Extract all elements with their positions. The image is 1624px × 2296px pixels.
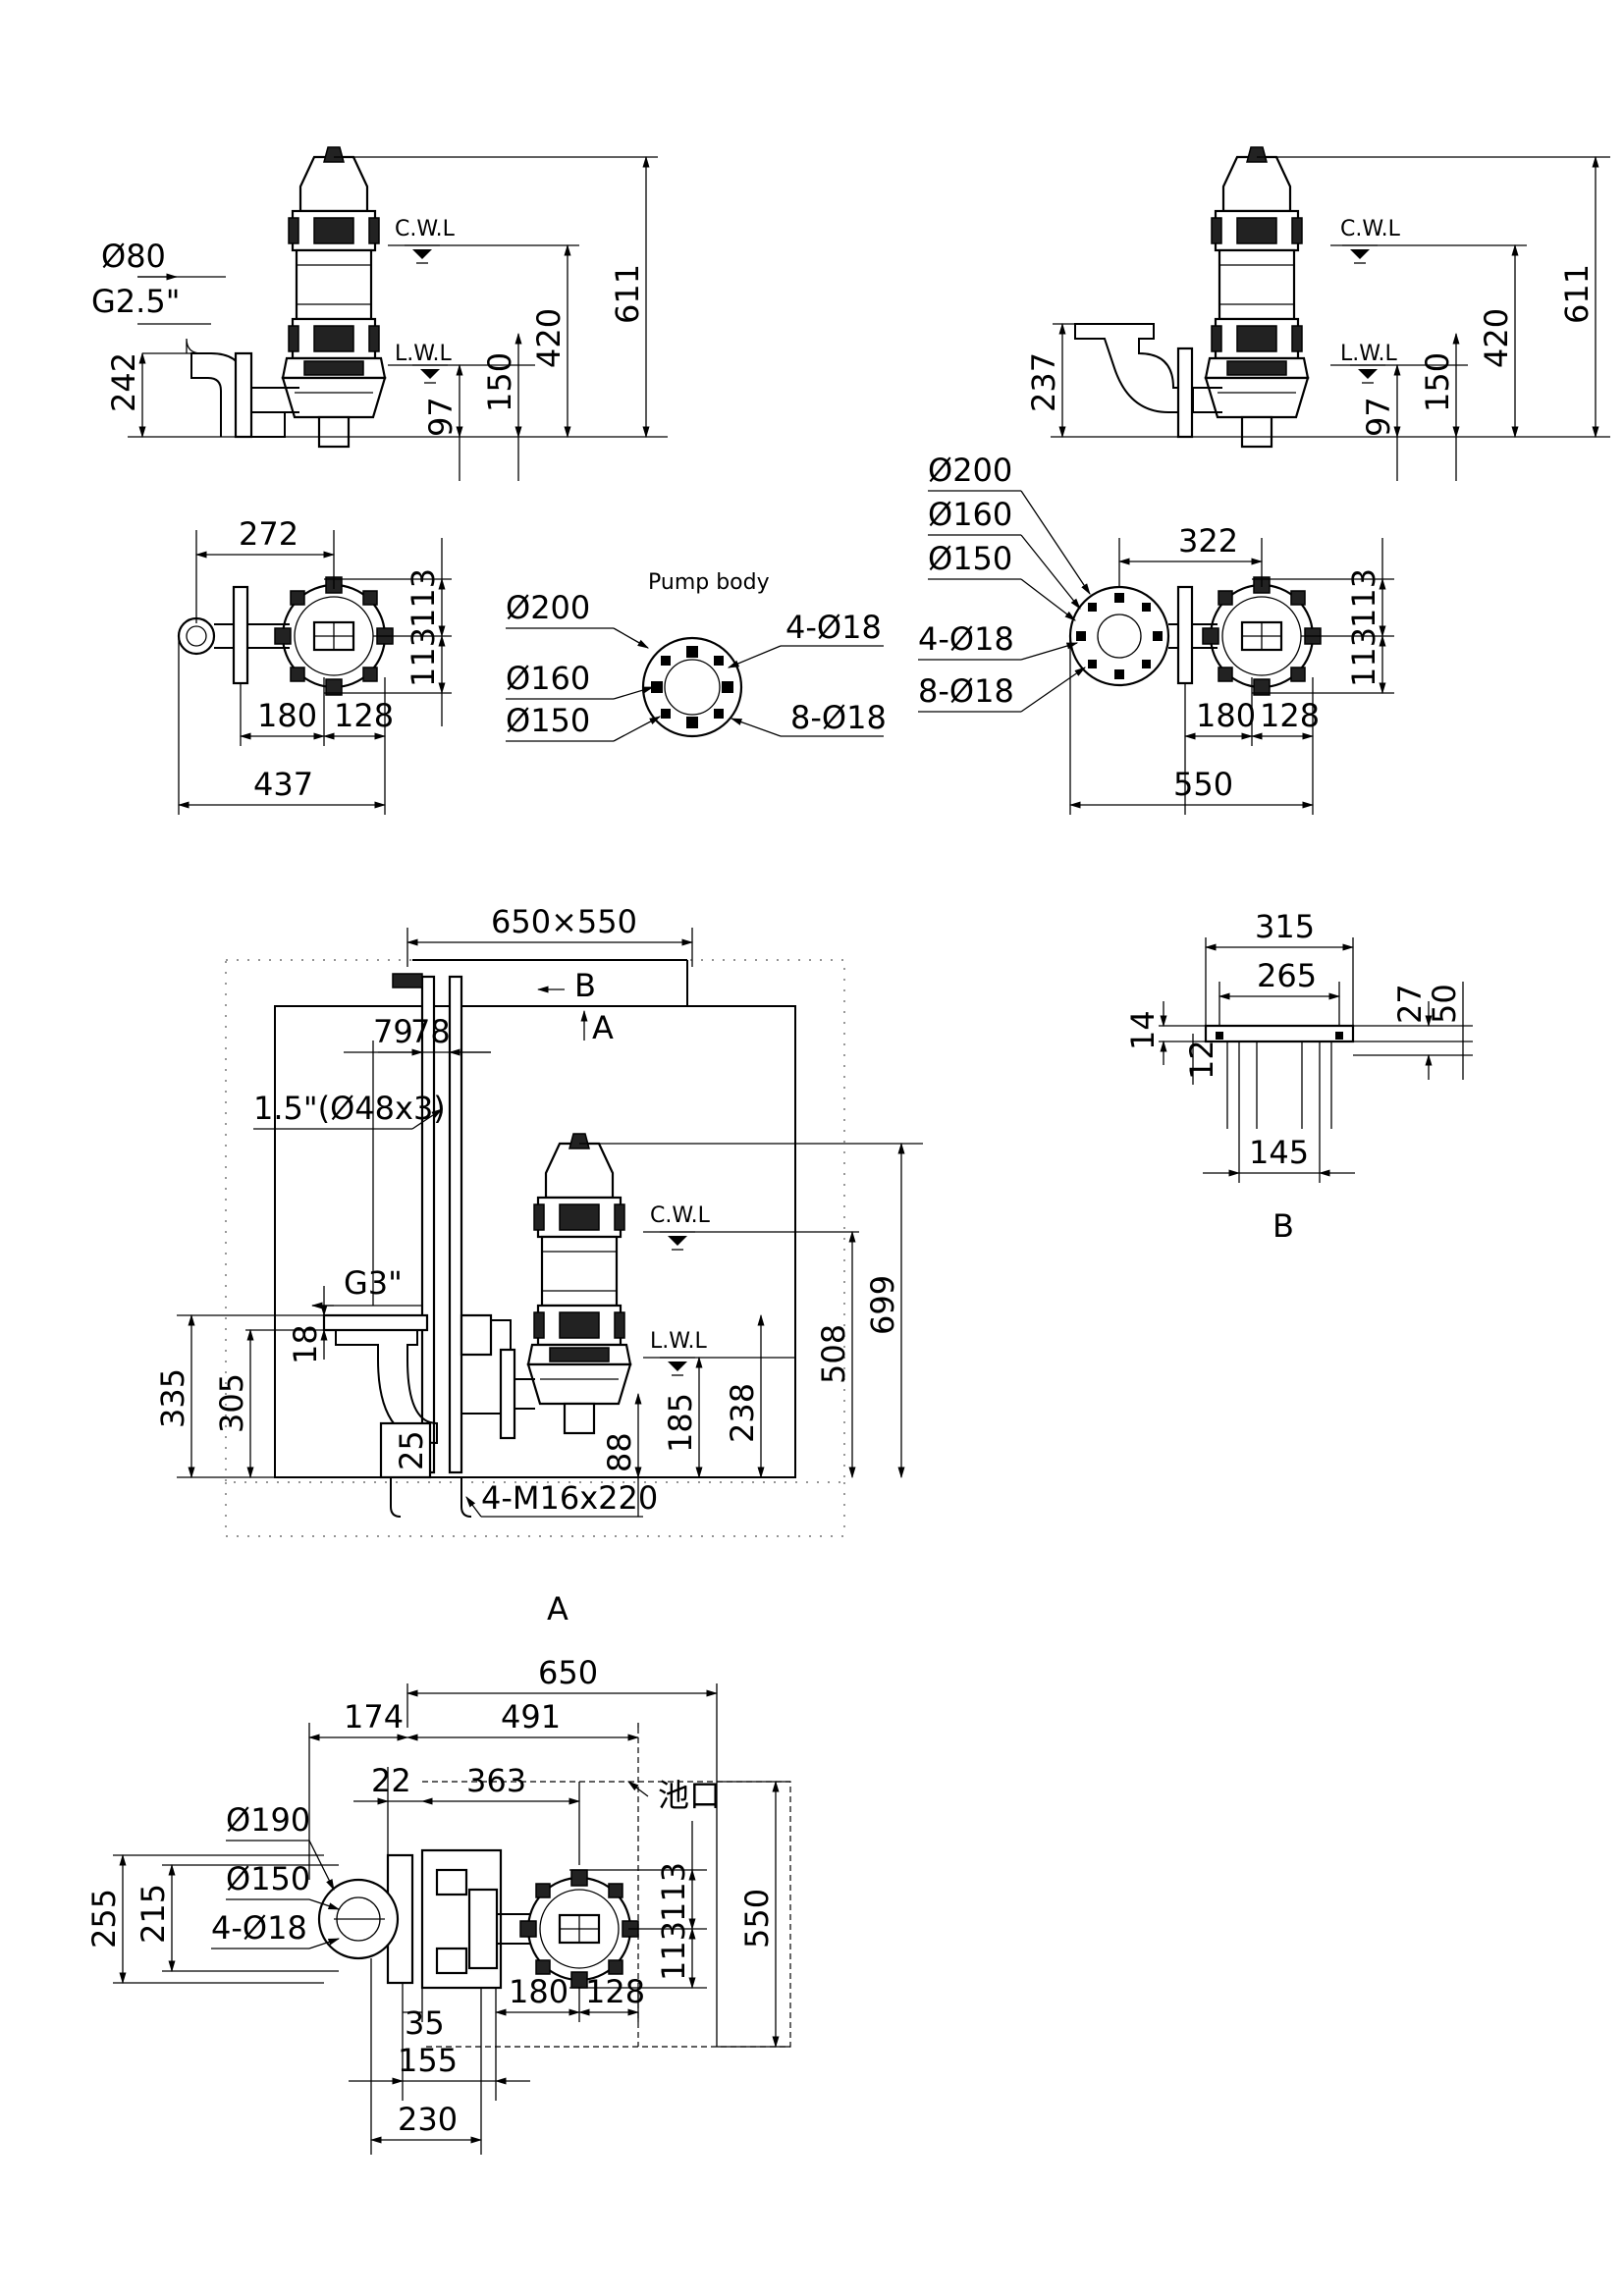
installation-section: 650×550 B A 79 78 1.5"(Ø48x3) C.W.L L.W.… — [154, 903, 923, 1537]
viewa-label: A — [547, 1590, 568, 1628]
view1-dim-420: 420 — [530, 308, 568, 368]
view2-dim-611: 611 — [1558, 264, 1596, 324]
viewa-dim-363: 363 — [466, 1762, 526, 1799]
viewa-dim-174: 174 — [344, 1698, 404, 1735]
flange-holes-8: 8-Ø18 — [790, 699, 887, 736]
plan1-dim-113a: 113 — [405, 568, 442, 628]
view1-pipe-dia: Ø80 — [101, 238, 166, 275]
install-dim-305: 305 — [213, 1373, 250, 1433]
detailb-dim-50: 50 — [1426, 984, 1463, 1024]
flange-title: Pump body — [648, 570, 770, 595]
detailb-dim-265: 265 — [1257, 957, 1317, 994]
install-pit-size: 650×550 — [491, 903, 637, 940]
viewa-dim-22: 22 — [371, 1762, 411, 1799]
viewa-dim-155: 155 — [398, 2042, 458, 2079]
viewa-dim-230: 230 — [398, 2101, 458, 2138]
elevation-view-flange: C.W.L L.W.L 237 97 150 420 611 — [1025, 145, 1610, 481]
detailb-dim-315: 315 — [1255, 908, 1315, 945]
plan2-holes-8: 8-Ø18 — [918, 672, 1014, 710]
view2-dim-420: 420 — [1478, 308, 1515, 368]
install-dim-335: 335 — [154, 1368, 191, 1428]
view1-cwl-label: C.W.L — [395, 217, 456, 241]
detailb-dim-12: 12 — [1183, 1040, 1220, 1080]
install-dim-79: 79 — [373, 1013, 413, 1050]
flange-holes-4: 4-Ø18 — [785, 609, 882, 646]
viewa-dia-150: Ø150 — [226, 1860, 310, 1897]
install-bolts: 4-M16x220 — [481, 1479, 658, 1517]
plan2-dia-200: Ø200 — [928, 452, 1012, 489]
pump-body-flange: Pump body Ø200 Ø160 Ø150 4-Ø18 8-Ø18 — [506, 570, 887, 742]
view2-dim-150: 150 — [1419, 352, 1456, 412]
view2-dim-97: 97 — [1360, 397, 1397, 437]
view1-dim-150: 150 — [481, 352, 518, 412]
plan1-dim-437: 437 — [253, 766, 313, 803]
install-dim-18: 18 — [287, 1324, 324, 1364]
viewa-dim-650: 650 — [538, 1654, 598, 1691]
install-dim-699: 699 — [864, 1275, 901, 1335]
flange-dia-150: Ø150 — [506, 702, 590, 739]
view1-lwl-label: L.W.L — [395, 342, 452, 366]
detailb-dim-14: 14 — [1124, 1010, 1162, 1050]
install-dim-185: 185 — [662, 1393, 699, 1453]
view2-cwl-label: C.W.L — [1340, 217, 1401, 241]
elevation-view-g25: C.W.L L.W.L Ø80 G2.5" 242 97 150 420 611 — [91, 145, 668, 481]
install-dim-25: 25 — [393, 1430, 430, 1470]
viewa-dim-180: 180 — [509, 1973, 568, 2010]
plan2-dim-113b: 113 — [1345, 627, 1382, 687]
install-dim-88: 88 — [601, 1432, 638, 1472]
viewa-holes-4: 4-Ø18 — [211, 1909, 307, 1947]
install-thread-g3: G3" — [344, 1264, 403, 1302]
plan2-dim-113a: 113 — [1345, 568, 1382, 628]
plan2-dim-550: 550 — [1173, 766, 1233, 803]
install-guide-pipe: 1.5"(Ø48x3) — [253, 1090, 446, 1127]
viewa-dim-113b: 113 — [655, 1921, 692, 1981]
plan1-dim-272: 272 — [239, 515, 298, 553]
viewa-dim-550: 550 — [738, 1889, 776, 1949]
detail-b: 315 265 145 B 14 12 27 50 — [1124, 908, 1473, 1245]
view1-dim-97: 97 — [422, 397, 460, 437]
plan2-dia-160: Ø160 — [928, 496, 1012, 533]
plan2-dim-180: 180 — [1196, 697, 1256, 734]
viewa-dia-190: Ø190 — [226, 1801, 310, 1839]
plan2-holes-4: 4-Ø18 — [918, 620, 1014, 658]
detailb-dim-27: 27 — [1391, 984, 1429, 1024]
plan2-dim-322: 322 — [1178, 522, 1238, 560]
view2-dim-237: 237 — [1025, 352, 1062, 412]
install-dim-238: 238 — [724, 1383, 761, 1443]
viewa-dim-113a: 113 — [655, 1862, 692, 1922]
viewa-dim-255: 255 — [85, 1889, 123, 1949]
install-cwl-label: C.W.L — [650, 1203, 711, 1228]
view1-thread: G2.5" — [91, 283, 180, 320]
install-lwl-label: L.W.L — [650, 1329, 707, 1354]
view1-dim-611: 611 — [609, 264, 646, 324]
plan-view-1: 272 113 113 180 128 437 — [177, 515, 452, 815]
install-dim-78: 78 — [410, 1013, 451, 1050]
install-mark-a: A — [592, 1009, 614, 1046]
plan2-dia-150: Ø150 — [928, 540, 1012, 577]
flange-dia-160: Ø160 — [506, 660, 590, 697]
view-a: A 650 174 491 22 363 — [85, 1590, 791, 2155]
plan1-dim-128: 128 — [334, 697, 394, 734]
viewa-dim-215: 215 — [135, 1884, 172, 1944]
install-mark-b: B — [574, 967, 596, 1004]
plan2-dim-128: 128 — [1260, 697, 1320, 734]
detailb-label: B — [1272, 1207, 1294, 1245]
flange-dia-200: Ø200 — [506, 589, 590, 626]
viewa-dim-35: 35 — [405, 2004, 445, 2042]
view1-dim-242: 242 — [105, 352, 142, 412]
plan1-dim-180: 180 — [257, 697, 317, 734]
viewa-dim-128: 128 — [585, 1973, 645, 2010]
detailb-dim-145: 145 — [1249, 1134, 1309, 1171]
install-dim-508: 508 — [815, 1324, 852, 1384]
plan1-dim-113b: 113 — [405, 627, 442, 687]
plan-view-2: Ø200 Ø160 Ø150 4-Ø18 8-Ø18 322 113 113 1… — [918, 452, 1394, 815]
view2-lwl-label: L.W.L — [1340, 342, 1397, 366]
viewa-dim-491: 491 — [501, 1698, 561, 1735]
viewa-pool-edge: 池口 — [658, 1777, 721, 1814]
